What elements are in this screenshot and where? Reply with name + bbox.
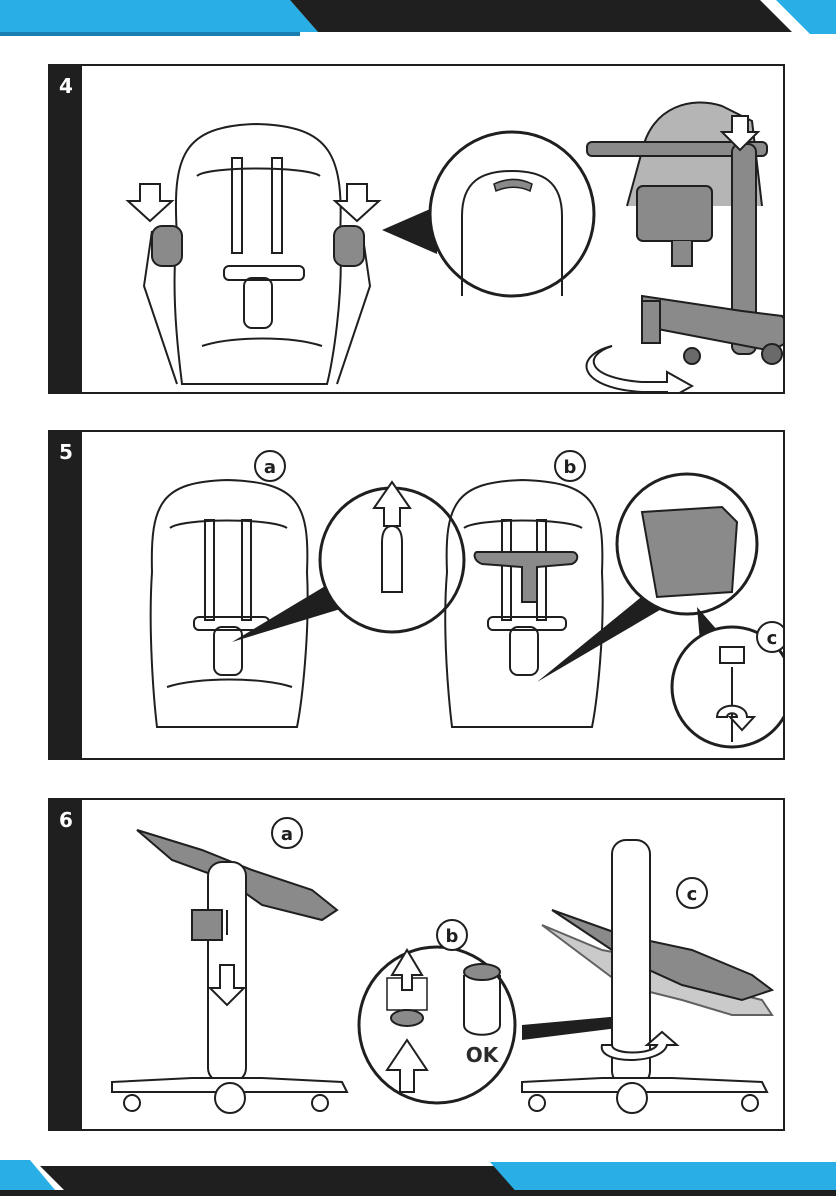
step-6-illustration: a OK b c — [82, 800, 783, 1129]
step-5-illustration: a b c — [82, 432, 783, 758]
chair-c — [522, 840, 772, 1113]
ok-label: OK — [466, 1043, 500, 1067]
label-a: a — [264, 457, 276, 478]
step-number-strip — [50, 432, 82, 758]
seat-a — [151, 480, 308, 727]
label-a: a — [281, 824, 293, 845]
tray-part — [475, 552, 578, 602]
rotate-arrow-icon — [587, 346, 692, 392]
step-number: 6 — [50, 808, 82, 832]
step-4-illustration — [82, 66, 783, 392]
bottom-decor-band — [0, 1150, 836, 1196]
down-arrow-icon — [128, 184, 172, 221]
step-panel-4: 4 — [48, 64, 785, 394]
step-number: 5 — [50, 440, 82, 464]
side-handles — [152, 226, 364, 266]
label-c: c — [687, 884, 698, 905]
step-panel-5: 5 a b — [48, 430, 785, 760]
top-decor-band — [0, 0, 836, 40]
chair-a — [112, 830, 347, 1113]
step-number: 4 — [50, 74, 82, 98]
high-chair-side-view — [587, 102, 783, 364]
label-b: b — [564, 457, 577, 478]
magnifier-callout-icon — [430, 132, 594, 296]
step-number-strip — [50, 66, 82, 392]
seat-b — [445, 480, 602, 727]
label-b: b — [446, 926, 459, 947]
step-number-strip — [50, 800, 82, 1129]
label-c: c — [767, 628, 778, 649]
step-panel-6: 6 a OK b — [48, 798, 785, 1131]
